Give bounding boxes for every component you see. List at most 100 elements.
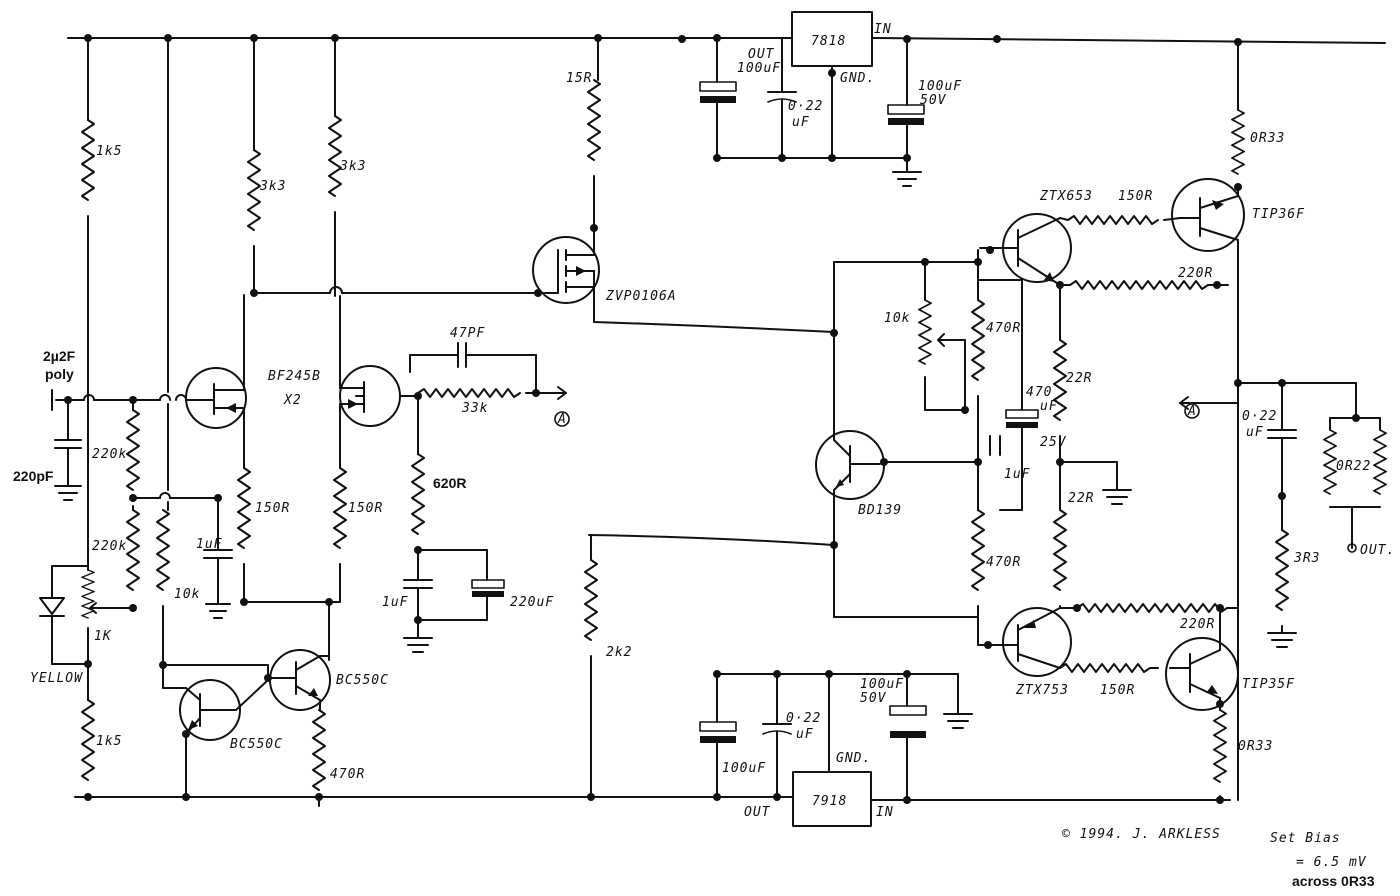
r-1k5-top-label: 1k5 (96, 144, 122, 159)
output-bottom: TIP35F 0R33 (1165, 607, 1295, 801)
output-top: 0R33 TIP36F (1171, 41, 1305, 801)
c-100uf-bot-in-voltage: 50V (860, 691, 887, 706)
c-022-top-unit: uF (792, 115, 810, 130)
bjt-src-b-label: BC550C (230, 737, 283, 752)
r-150r-top-base-label: 150R (1118, 189, 1153, 204)
jfet-count-label: X2 (283, 393, 302, 408)
emitter-resistors: 22R 22R A (1053, 339, 1357, 609)
feedback-network: 47PF 33k A 620R 1uF 220uF (382, 326, 570, 653)
r-15r-label: 15R (566, 71, 592, 86)
output-network: 0·22 uF 3R3 0R22 OUT. (1242, 379, 1395, 648)
bias-pot-label: 1K (94, 629, 112, 644)
r-620r-label: 620R (433, 475, 466, 491)
r-10k-label: 10k (174, 587, 200, 602)
driver-bot-label: ZTX753 (1015, 683, 1069, 698)
reg-top-out-label: OUT (748, 47, 775, 62)
r-0r22-label: 0R22 (1336, 459, 1371, 474)
bias-divider: 1k5 1K 1k5 YELLOW (30, 37, 137, 798)
feedback-node-a2: A (1187, 404, 1197, 419)
positive-rail (67, 37, 1386, 44)
vbe-multiplier: BD139 10k 470R 470R 1uF 470 uF 25V (815, 249, 1067, 646)
output-top-label: TIP36F (1252, 207, 1305, 222)
c-100uf-bot-in-label: 100uF (860, 677, 904, 692)
r-470r-src-label: 470R (330, 767, 365, 782)
filter-cap-label: 220pF (13, 468, 54, 484)
c-470uf-voltage: 25V (1040, 435, 1067, 450)
source-resistors: 150R 150R 1uF (196, 467, 383, 661)
negative-rail (74, 796, 1231, 801)
input-cap-label: 2µ2F (43, 348, 76, 364)
r-220k-a-label: 220k (92, 447, 127, 462)
bias-value-note: = 6.5 mV (1296, 855, 1367, 870)
r-150r-a-label: 150R (255, 501, 290, 516)
c-100uf-top-out-label: 100uF (737, 61, 781, 76)
r-150r-b-label: 150R (348, 501, 383, 516)
gate-bias-resistors: 220k 220k (92, 399, 222, 609)
led-label: YELLOW (30, 671, 83, 686)
c-022-bot-unit: uF (796, 727, 814, 742)
bias-across-note: across 0R33 (1292, 873, 1375, 889)
r-10k: 10k (156, 37, 283, 689)
r-2k2: 2k2 (584, 534, 838, 798)
jfet-1 (185, 294, 247, 469)
current-source-bjt-b: BC550C (179, 679, 283, 798)
output-bot-label: TIP35F (1242, 677, 1295, 692)
vbe-label: BD139 (858, 503, 902, 518)
r-0r33-top-label: 0R33 (1250, 131, 1285, 146)
reg-bot-out-label: OUT (744, 805, 771, 820)
jfet-2: BF245B X2 (268, 295, 419, 469)
c-022-top-label: 0·22 (788, 99, 823, 114)
vas-mosfet: 15R ZVP0106A (532, 37, 838, 337)
mosfet-label: ZVP0106A (605, 289, 677, 304)
r-0r33-bot-label: 0R33 (1238, 739, 1273, 754)
c-100uf-top-in-voltage: 50V (920, 93, 947, 108)
output-label: OUT. (1360, 543, 1395, 558)
driver-bottom: 220R ZTX753 150R (977, 603, 1238, 698)
copyright-note: © 1994. J. ARKLESS (1062, 827, 1221, 842)
c-1uf-a-label: 1uF (196, 537, 223, 552)
bjt-src-a-label: BC550C (336, 673, 389, 688)
r-470r-top-label: 470R (986, 321, 1021, 336)
r-10k-pot-label: 10k (884, 311, 910, 326)
c-022-out-unit: uF (1246, 425, 1264, 440)
r-150r-bot-base-label: 150R (1100, 683, 1135, 698)
r-22r-bot-label: 22R (1068, 491, 1094, 506)
feedback-node-a: A (557, 412, 567, 427)
reg-bot-in-label: IN (876, 805, 894, 820)
r-3k3-a-label: 3k3 (259, 179, 286, 194)
notes: © 1994. J. ARKLESS Set Bias = 6.5 mV acr… (1062, 827, 1375, 889)
r-220k-b-label: 220k (92, 539, 127, 554)
r-22r-top-label: 22R (1066, 371, 1092, 386)
c-220uf-label: 220uF (510, 595, 554, 610)
driver-top-label: ZTX653 (1039, 189, 1093, 204)
jfet-label: BF245B (268, 369, 321, 384)
c-022-bot-label: 0·22 (786, 711, 821, 726)
c-47pf-label: 47PF (450, 326, 485, 341)
c-470uf-label: 470 (1026, 385, 1052, 400)
current-source-bjt-a: BC550C 470R (269, 649, 389, 807)
c-470uf-unit: uF (1040, 399, 1058, 414)
regulator-7818-label: 7818 (811, 34, 846, 49)
r-1k5-bottom-label: 1k5 (96, 734, 122, 749)
rail-junctions (84, 34, 1242, 804)
regulator-7918: 7918 OUT IN GND. 100uF 0·22 uF 100uF 50V (699, 670, 973, 827)
c-100uf-bot-out-label: 100uF (722, 761, 766, 776)
reg-bot-gnd-label: GND. (836, 751, 871, 766)
set-bias-note: Set Bias (1270, 831, 1341, 846)
c-100uf-top-in-label: 100uF (918, 79, 962, 94)
drain-resistors: 3k3 3k3 (247, 37, 542, 297)
regulator-7818: 7818 IN OUT GND. 100uF 0·22 uF 100uF 50V (699, 11, 962, 187)
input-section: 2µ2F poly 220pF (13, 348, 201, 501)
r-3r3-label: 3R3 (1293, 551, 1320, 566)
r-220r-top-label: 220R (1178, 266, 1213, 281)
c-1uf-bias-label: 1uF (1004, 467, 1031, 482)
r-2k2-label: 2k2 (606, 645, 632, 660)
r-33k-label: 33k (461, 401, 488, 416)
regulator-7918-label: 7918 (812, 794, 847, 809)
r-470r-bot-label: 470R (986, 555, 1021, 570)
c-022-out-label: 0·22 (1242, 409, 1277, 424)
input-cap-type: poly (45, 366, 74, 382)
driver-top: ZTX653 150R 220R (979, 189, 1229, 341)
r-3k3-b-label: 3k3 (339, 159, 366, 174)
